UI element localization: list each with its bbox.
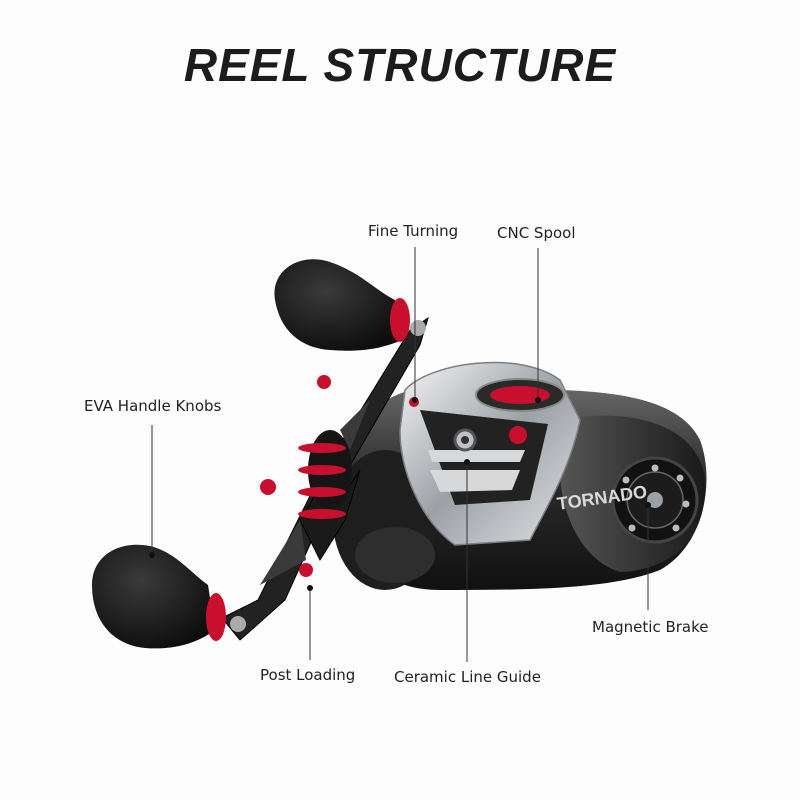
page-title: REEL STRUCTURE [183, 39, 617, 91]
ceramic-line-guide [453, 426, 527, 452]
callout-ceramic-line-guide: Ceramic Line Guide [394, 668, 541, 686]
callout-fine-turning: Fine Turning [368, 222, 459, 240]
callout-cnc-spool: CNC Spool [497, 224, 576, 242]
magnetic-brake [611, 456, 699, 544]
leader-dot-fine-turning [412, 397, 418, 403]
leader-dot-magnetic-brake [645, 502, 651, 508]
callout-post-loading: Post Loading [260, 666, 356, 684]
callout-magnetic-brake: Magnetic Brake [592, 618, 709, 636]
handle-arm [221, 316, 429, 641]
leader-dot-cnc-spool [535, 397, 541, 403]
leader-dot-post-loading [307, 585, 313, 591]
leader-dot-eva-handle-knobs [149, 552, 155, 558]
eva-handle-knob-lower [92, 544, 246, 649]
cnc-spool [475, 378, 565, 412]
leader-lines [149, 247, 651, 662]
eva-handle-knob-upper [274, 259, 426, 351]
callout-eva-handle-knobs: EVA Handle Knobs [84, 397, 222, 415]
leader-dot-ceramic-line-guide [464, 459, 470, 465]
